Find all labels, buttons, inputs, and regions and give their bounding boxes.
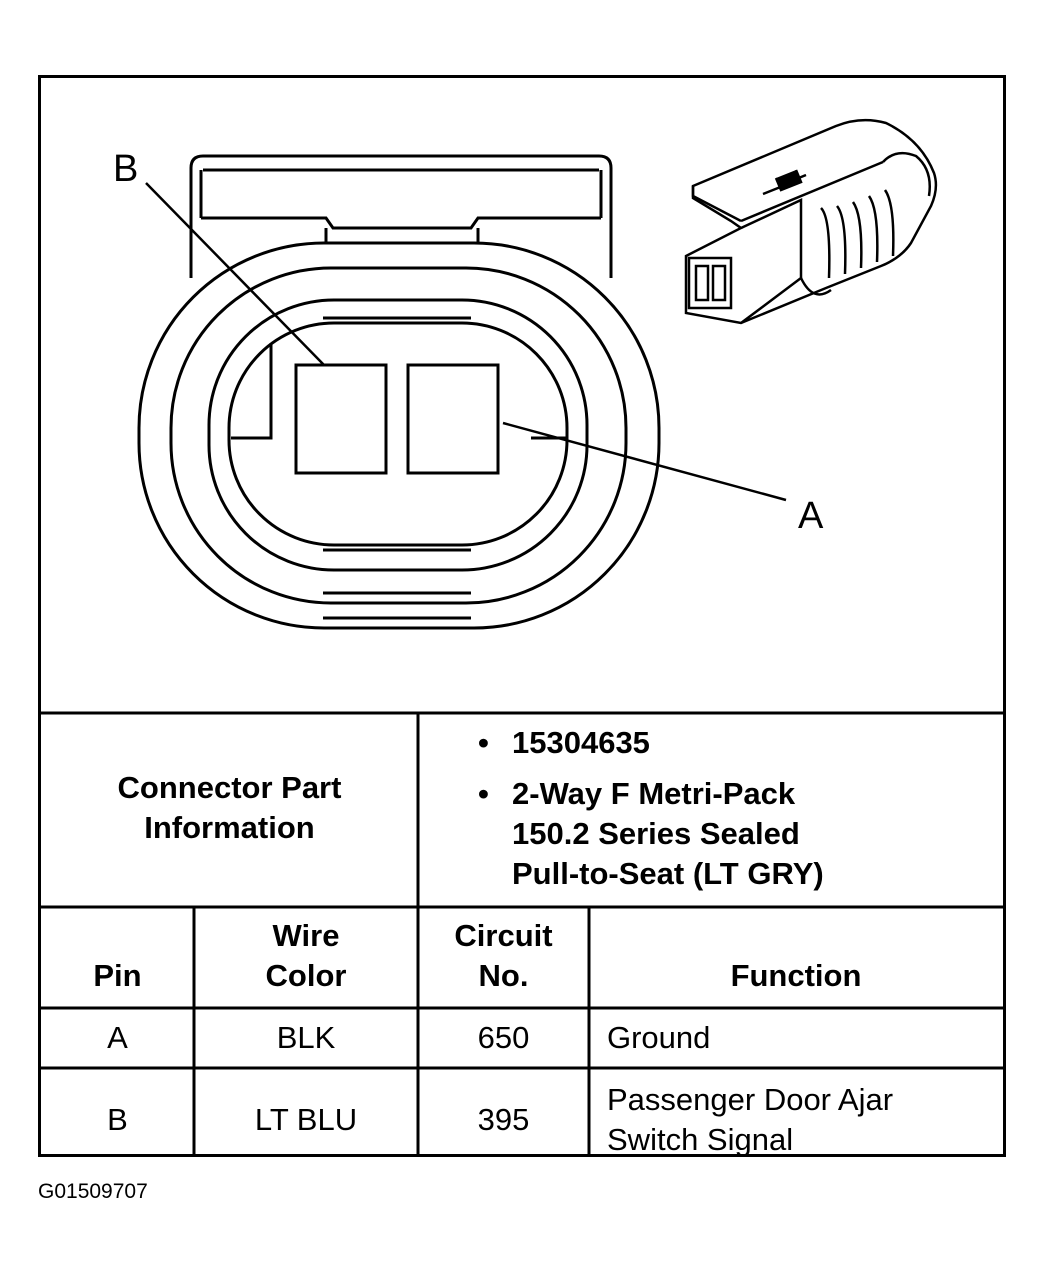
row-b-function: Passenger Door Ajar Switch Signal	[607, 1080, 997, 1160]
header-circuit-no: Circuit No.	[418, 916, 589, 996]
connector-perspective-view	[684, 118, 938, 325]
row-a-circuit: 650	[477, 1020, 530, 1055]
part-number: 15304635	[474, 723, 994, 763]
part-info-label-line1: Connector Part	[117, 770, 342, 805]
row-a-function-line1: Ground	[607, 1020, 711, 1055]
connector-outer-shell	[137, 241, 661, 630]
header-wire-color: Wire Color	[194, 916, 418, 996]
connector-inner-wall	[207, 298, 589, 572]
part-info-label-line2: Information	[144, 810, 315, 845]
connector-cavity	[227, 321, 569, 547]
header-circuit-line2: No.	[478, 958, 529, 993]
header-wire-line1: Wire	[272, 918, 340, 953]
part-desc-line3: Pull-to-Seat (LT GRY)	[512, 856, 824, 891]
connector-latch	[189, 154, 613, 278]
table-grid	[41, 711, 1003, 1154]
diagram-frame: B A Connector Part Information 15304635 …	[38, 75, 1006, 1157]
part-desc-line1: 2-Way F Metri-Pack	[512, 776, 796, 811]
row-a-wire: BLK	[276, 1020, 336, 1055]
callout-label-a: A	[798, 495, 824, 537]
row-a-pin: A	[107, 1020, 128, 1055]
row-a-function: Ground	[607, 1018, 997, 1058]
row-b-function-line2: Switch Signal	[607, 1122, 794, 1157]
row-b-pin: B	[107, 1102, 128, 1137]
terminal-cavity-a	[406, 363, 500, 475]
row-b-circuit: 395	[477, 1102, 530, 1137]
part-info-details: 15304635 2-Way F Metri-Pack 150.2 Series…	[474, 723, 994, 894]
row-b-function-line1: Passenger Door Ajar	[607, 1082, 894, 1117]
callout-leader-b	[145, 182, 325, 366]
figure-code: G01509707	[38, 1180, 148, 1203]
part-info-label: Connector Part Information	[41, 768, 418, 848]
row-b-wire: LT BLU	[254, 1102, 358, 1137]
callout-label-b: B	[113, 148, 138, 190]
header-pin: Pin	[93, 958, 142, 993]
part-desc-line2: 150.2 Series Sealed	[512, 816, 800, 851]
header-circuit-line1: Circuit	[454, 918, 553, 953]
header-wire-line2: Color	[265, 958, 347, 993]
header-function: Function	[730, 958, 862, 993]
terminal-cavity-b	[294, 363, 388, 475]
connector-seal-ring	[169, 266, 628, 605]
callout-leader-a	[502, 421, 787, 502]
connector-drawing: B A	[113, 118, 938, 630]
